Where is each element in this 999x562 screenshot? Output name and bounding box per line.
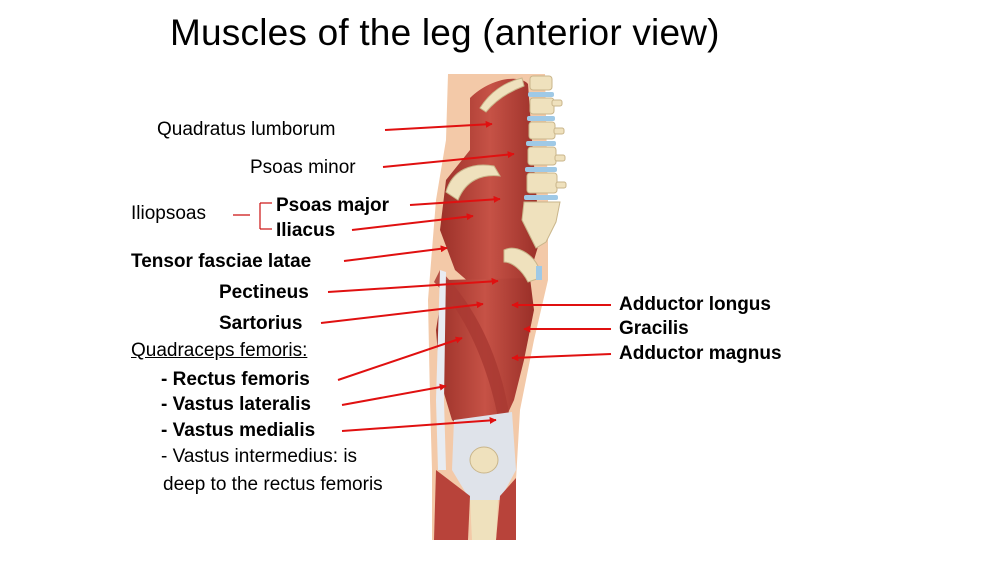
label-sartorius: Sartorius [219,313,303,334]
label-rectus-femoris: - Rectus femoris [161,369,310,390]
iliotibial-band [436,270,446,470]
arrow-iliacus [351,213,474,231]
label-vastus-intermedius-line2: deep to the rectus femoris [163,474,383,495]
slide-title: Muscles of the leg (anterior view) [170,12,720,53]
arrow-quadratus-lumborum [384,120,493,131]
label-quadratus-lumborum: Quadratus lumborum [157,119,336,140]
arrow-sartorius [320,301,484,324]
arrow-psoas-minor [382,151,515,168]
sartorius-strip [434,270,510,428]
iliac-crest [445,164,501,201]
arrow-vastus-medialis [341,416,497,432]
arrow-tensor-fasciae-latae [343,245,448,262]
label-tensor-fasciae-latae: Tensor fasciae latae [131,251,312,272]
rib-bone [479,77,525,113]
label-psoas-major: Psoas major [276,195,389,216]
arrow-rectus-femoris [337,336,463,381]
pointer-arrows [320,120,612,432]
label-vastus-medialis: - Vastus medialis [161,420,316,441]
patella [469,446,499,474]
label-gracilis: Gracilis [619,318,689,339]
arrow-psoas-major [409,195,501,206]
label-iliopsoas: Iliopsoas [131,203,206,224]
label-psoas-minor: Psoas minor [250,157,356,178]
label-vastus-lateralis: - Vastus lateralis [161,394,311,415]
lower-leg-muscle-medial [496,478,516,540]
arrow-pectineus [327,277,499,293]
label-quadriceps-heading: Quadraceps femoris: [131,340,308,361]
pubic-bone [503,247,541,283]
label-pectineus: Pectineus [219,282,309,303]
iliopsoas-bracket [233,202,272,230]
label-iliacus: Iliacus [276,220,336,241]
arrow-vastus-lateralis [341,383,447,406]
lumbar-spine [521,75,567,249]
psoas-iliacus-mass [440,78,540,290]
lower-leg-muscle [434,470,470,540]
arrow-adductor-magnus [511,353,612,362]
label-adductor-magnus: Adductor magnus [619,343,782,364]
pubic-symphysis [536,266,542,280]
label-vastus-intermedius-line1: - Vastus intermedius: is [161,446,358,467]
tibia [470,500,498,540]
label-adductor-longus: Adductor longus [619,294,771,315]
